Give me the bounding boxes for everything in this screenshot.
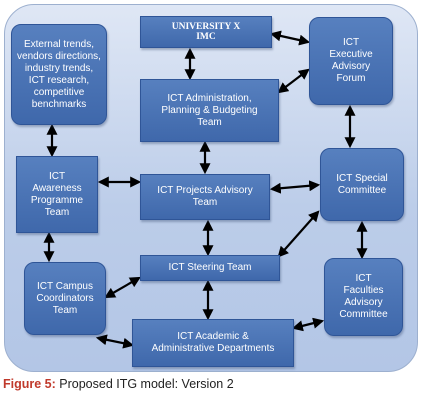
ict-awareness-programme-label: ICT Awareness Programme Team — [30, 170, 84, 218]
ict-admin-planning-budgeting-label: ICT Administration, Planning & Budgeting… — [161, 92, 258, 128]
ict-steering-team-box: ICT Steering Team — [140, 255, 280, 281]
ict-campus-coordinators-label: ICT Campus Coordinators Team — [36, 280, 94, 316]
arrow-campus-steering — [104, 276, 141, 299]
ict-campus-coordinators-box: ICT Campus Coordinators Team — [24, 262, 106, 335]
ict-steering-team-label: ICT Steering Team — [168, 262, 252, 273]
ict-special-committee-label: ICT Special Committee — [336, 172, 388, 196]
ict-special-committee-box: ICT Special Committee — [320, 148, 404, 221]
ict-executive-advisory-forum-label: ICT Executive Advisory Forum — [329, 37, 373, 84]
arrow-projects-special — [269, 180, 321, 194]
ict-executive-advisory-forum-box: ICT Executive Advisory Forum — [309, 17, 393, 105]
ict-awareness-programme-box: ICT Awareness Programme Team — [16, 156, 98, 233]
ict-admin-planning-budgeting-box: ICT Administration, Planning & Budgeting… — [140, 79, 279, 142]
figure-caption-text: Proposed ITG model: Version 2 — [55, 377, 234, 391]
arrow-academic-faculties — [291, 317, 325, 332]
external-trends-label: External trends, vendors directions, ind… — [17, 38, 101, 110]
arrow-special-steering — [277, 210, 320, 258]
arrow-admin-forum — [277, 68, 310, 94]
ict-faculties-advisory-box: ICT Faculties Advisory Committee — [324, 258, 403, 336]
ict-academic-administrative-box: ICT Academic & Administrative Department… — [132, 319, 294, 367]
ict-projects-advisory-box: ICT Projects Advisory Team — [140, 174, 270, 220]
ict-faculties-advisory-label: ICT Faculties Advisory Committee — [339, 273, 388, 320]
arrow-imc-forum — [269, 30, 311, 46]
university-label: UNIVERSITY X — [171, 22, 241, 32]
arrow-campus-academic — [95, 334, 135, 349]
external-trends-box: External trends, vendors directions, ind… — [11, 24, 107, 125]
imc-label: IMC — [196, 32, 216, 42]
ict-academic-administrative-label: ICT Academic & Administrative Department… — [151, 331, 275, 354]
figure-caption-label: Figure 5: — [3, 377, 56, 391]
figure-caption: Figure 5: Proposed ITG model: Version 2 — [3, 377, 234, 391]
university-imc-box: UNIVERSITY X IMC — [140, 16, 272, 48]
ict-projects-advisory-label: ICT Projects Advisory Team — [157, 185, 253, 208]
